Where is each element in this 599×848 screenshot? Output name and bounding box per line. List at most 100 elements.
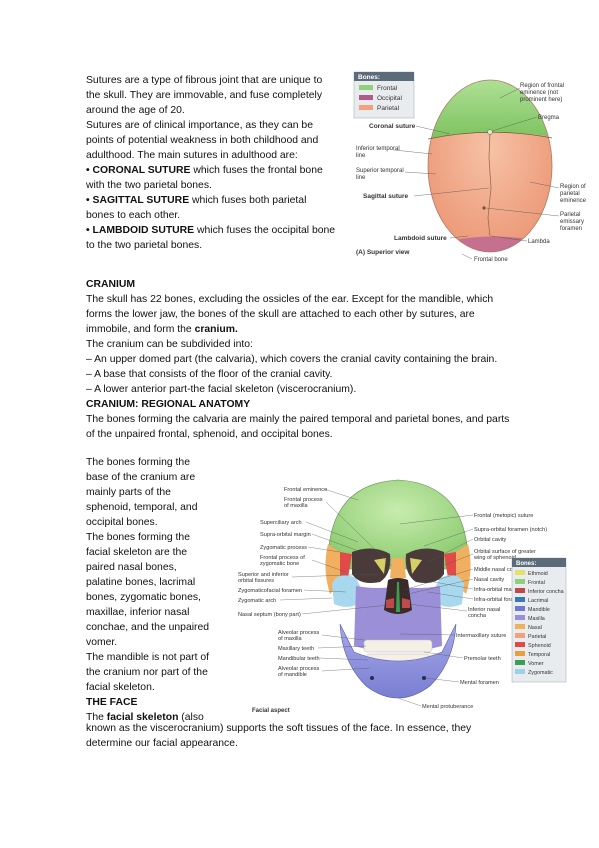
svg-text:of mandible: of mandible (278, 672, 307, 678)
right-labels: Frontal (metopic) suture Supra-orbital f… (397, 513, 547, 710)
label-infra-orbital-margin: Infra-orbital margin (474, 587, 521, 593)
cranium-section: CRANIUM The skull has 22 bones, excludin… (86, 277, 516, 442)
label-zygomaticofacial-foramen: Zygomaticofacial foramen (238, 588, 302, 594)
label-frontal-eminence: Region of frontal (520, 83, 564, 89)
regional-paragraph-3: The bones forming the facial skeleton ar… (86, 532, 210, 648)
label-mental-protuberance: Mental protuberance (422, 704, 473, 710)
regional-anatomy-heading: CRANIUM: REGIONAL ANATOMY (86, 399, 251, 410)
suture-item: • SAGITTAL SUTURE which fuses both parie… (86, 195, 307, 221)
cranium-heading: CRANIUM (86, 279, 136, 290)
label-mandibular-teeth: Mandibular teeth (278, 656, 320, 662)
svg-text:line: line (356, 175, 366, 181)
label-alveolar-process-mandible: Alveolar process (278, 666, 320, 672)
legend-item: Zygomatic (528, 670, 553, 676)
label-greater-wing-sphenoid: Orbital surface of greater (474, 549, 536, 555)
label-zygomatic-process: Zygomatic process (260, 545, 307, 551)
label-coronal-suture: Coronal suture (369, 123, 416, 130)
label-sagittal-suture: Sagittal suture (363, 193, 409, 200)
label-lambda: Lambda (528, 239, 550, 245)
legend-item: Temporal (528, 652, 550, 658)
figure1-view-caption: (A) Superior view (356, 249, 410, 256)
svg-text:orbital fissures: orbital fissures (238, 578, 274, 584)
svg-text:of maxilla: of maxilla (284, 503, 309, 509)
legend-item: Parietal (528, 634, 546, 640)
svg-text:concha: concha (468, 613, 487, 619)
label-zygomatic-arch: Zygomatic arch (238, 598, 276, 604)
label-middle-nasal-concha: Middle nasal concha (474, 567, 526, 573)
intro-block: Sutures are a type of fibrous joint that… (86, 73, 336, 253)
label-frontal-eminence: Frontal eminence (284, 487, 327, 493)
face-paragraph-start: The facial skeleton (also (86, 712, 204, 723)
svg-text:wing of sphenoid: wing of sphenoid (473, 555, 516, 561)
label-supra-orbital-foramen: Supra-orbital foramen (notch) (474, 527, 547, 533)
label-maxillary-teeth: Maxillary teeth (278, 646, 314, 652)
label-frontal-process-zygomatic: Frontal process of (260, 555, 305, 561)
svg-text:eminence: eminence (560, 198, 587, 204)
svg-text:foramen: foramen (560, 226, 582, 232)
regional-paragraph-2: The bones forming the base of the craniu… (86, 457, 198, 528)
svg-text:of maxilla: of maxilla (278, 636, 303, 642)
intro-paragraph-2: Sutures are of clinical importance, as t… (86, 120, 319, 161)
facial-bones-legend: Bones: Ethmoid Frontal Inferior concha L… (511, 557, 567, 683)
svg-text:line: line (356, 153, 366, 159)
suture-item: • LAMBDOID SUTURE which fuses the occipi… (86, 225, 336, 251)
legend-item: Maxilla (528, 616, 545, 622)
label-superciliary-arch: Superciliary arch (260, 520, 302, 526)
skull-front-drawing (325, 479, 471, 699)
label-alveolar-process-maxilla: Alveolar process (278, 630, 320, 636)
label-premolar-teeth: Premolar teeth (464, 656, 501, 662)
face-heading: THE FACE (86, 697, 138, 708)
legend-title: Bones: (358, 74, 380, 81)
cranium-list-item: – A base that consists of the floor of t… (86, 369, 333, 380)
legend-item: Inferior concha (528, 589, 564, 595)
legend-item: Ethmoid (528, 571, 548, 577)
svg-text:zygomatic bone: zygomatic bone (260, 561, 299, 567)
legend-title: Bones: (516, 561, 536, 567)
legend-item: Occipital (377, 95, 402, 102)
regional-left-column: The bones forming the base of the craniu… (86, 455, 212, 725)
svg-text:eminence (not: eminence (not (520, 90, 558, 96)
label-lambdoid-suture: Lambdoid suture (394, 235, 447, 242)
left-labels: Frontal eminence Frontal process of maxi… (238, 487, 399, 678)
label-inferior-temporal-line: Inferior temporal (356, 146, 400, 152)
figure2-view-caption: Facial aspect (252, 708, 290, 714)
skull-facial-aspect-figure: Frontal eminence Frontal process of maxi… (238, 479, 567, 714)
bones-legend: Bones: Frontal Occipital Parietal (353, 71, 415, 119)
label-parietal-eminence: Region of (560, 184, 586, 190)
label-orbital-cavity: Orbital cavity (474, 537, 507, 543)
cranium-list-item: – An upper domed part (the calvaria), wh… (86, 354, 498, 365)
svg-text:prominent here): prominent here) (520, 97, 562, 103)
cranium-paragraph-2: The cranium can be subdivided into: (86, 339, 253, 350)
label-orbital-fissures: Superior and inferior (238, 572, 289, 578)
label-bregma: Bregma (538, 115, 560, 121)
label-frontal-metopic-suture: Frontal (metopic) suture (474, 513, 533, 519)
label-frontal-process-maxilla: Frontal process (284, 497, 323, 503)
intro-paragraph-1: Sutures are a type of fibrous joint that… (86, 75, 323, 116)
legend-item: Sphenoid (528, 643, 551, 649)
label-nasal-cavity: Nasal cavity (474, 577, 504, 583)
label-nasal-septum: Nasal septum (bony part) (238, 612, 301, 618)
legend-item: Vomer (528, 661, 544, 667)
cranium-list-item: – A lower anterior part-the facial skele… (86, 384, 357, 395)
regional-paragraph-4: The mandible is not part of the cranium … (86, 652, 210, 693)
legend-item: Nasal (528, 625, 542, 631)
label-superior-temporal-line: Superior temporal (356, 168, 404, 174)
legend-item: Lacrimal (528, 598, 548, 604)
label-mental-foramen: Mental foramen (460, 680, 499, 686)
label-supra-orbital-margin: Supra-orbital margin (260, 532, 311, 538)
cranium-paragraph-1: The skull has 22 bones, excluding the os… (86, 294, 494, 335)
legend-item: Frontal (377, 85, 398, 92)
label-intermaxillary-suture: Intermaxillary suture (456, 633, 506, 639)
regional-paragraph-1: The bones forming the calvaria are mainl… (86, 414, 510, 440)
label-frontal-bone: Frontal bone (474, 257, 508, 263)
label-inferior-nasal-concha: Inferior nasal (468, 607, 500, 613)
svg-text:emissary: emissary (560, 219, 584, 225)
legend-item: Mandible (528, 607, 550, 613)
svg-text:parietal: parietal (560, 191, 580, 197)
face-paragraph-2: known as the viscerocranium) supports th… (86, 723, 472, 749)
label-infra-orbital-foramen: Infra-orbital foramen (474, 597, 524, 603)
legend-item: Parietal (377, 105, 400, 112)
legend-item: Frontal (528, 580, 545, 586)
label-parietal-emissary-foramen: Parietal (560, 212, 580, 218)
suture-item: • CORONAL SUTURE which fuses the frontal… (86, 165, 323, 191)
